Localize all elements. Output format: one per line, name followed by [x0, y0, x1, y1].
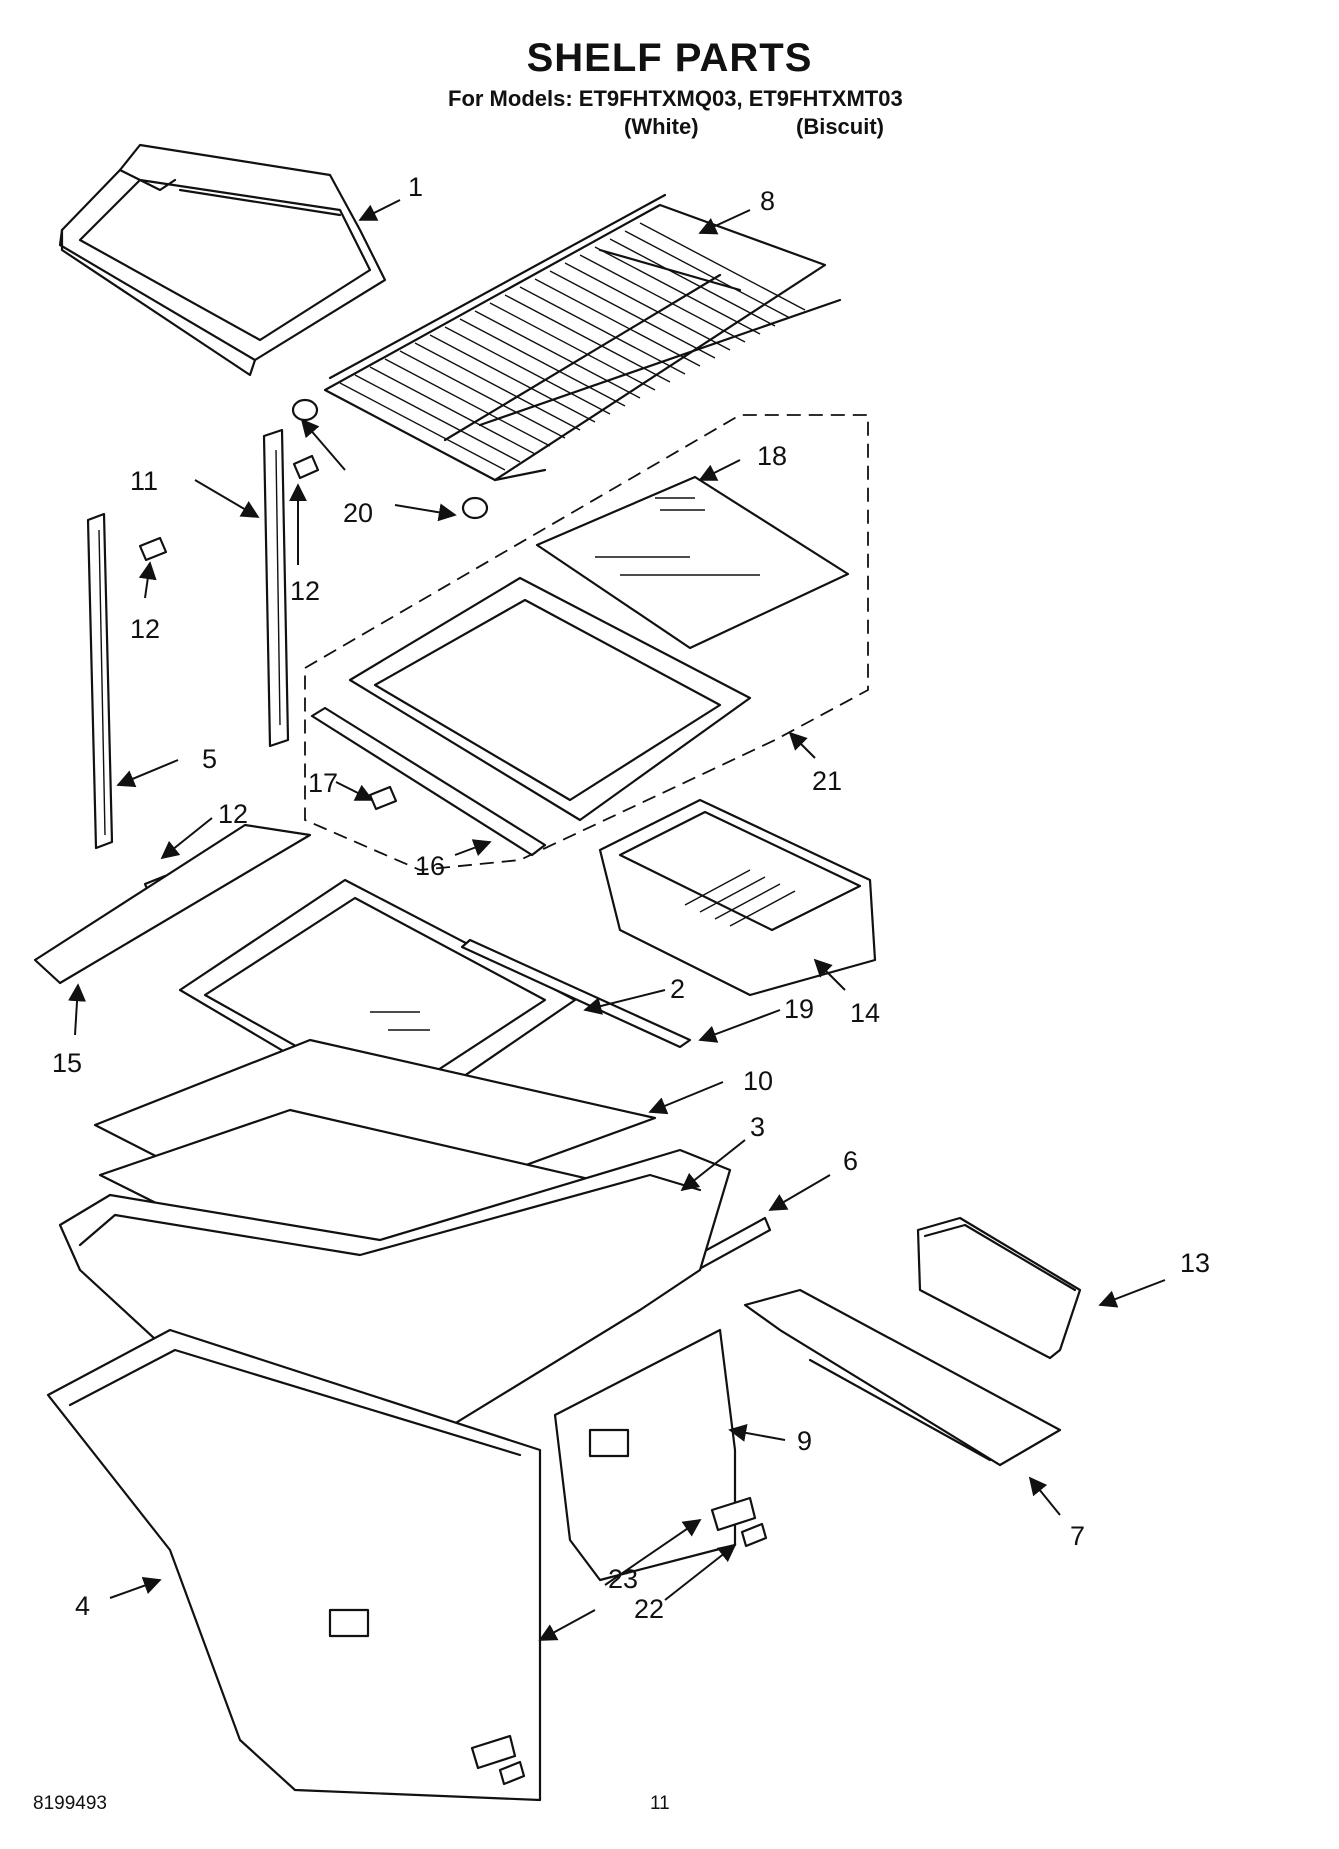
- part-13-small-bin-drawing: [916, 1216, 1082, 1360]
- model-variant-biscuit: (Biscuit): [796, 114, 884, 139]
- callout-13: 13: [1180, 1248, 1210, 1278]
- callout-5: 5: [202, 744, 217, 774]
- callout-15: 15: [52, 1048, 82, 1078]
- callout-12-b: 12: [290, 576, 320, 606]
- part-16-crisper-frame-drawing: [310, 576, 752, 857]
- callout-6: 6: [843, 1146, 858, 1176]
- part-21-assembly-outline: [304, 414, 869, 871]
- callout-21: 21: [812, 766, 842, 796]
- part-11-shelf-rail-drawing: [262, 428, 290, 748]
- callout-3: 3: [750, 1112, 765, 1142]
- page-number: 11: [650, 1793, 670, 1814]
- callout-17: 17: [308, 768, 338, 798]
- part-22-23-clips-drawing: [470, 1496, 768, 1786]
- part-19-rail-drawing: [460, 938, 692, 1049]
- callout-12-a: 12: [130, 614, 160, 644]
- part-1-door-bin-drawing: [58, 143, 387, 377]
- part-14-small-drawer-drawing: [598, 798, 877, 997]
- callout-7: 7: [1070, 1521, 1085, 1551]
- callout-22: 22: [634, 1594, 664, 1624]
- callout-8: 8: [760, 186, 775, 216]
- callout-14: 14: [850, 998, 880, 1028]
- callout-20: 20: [343, 498, 373, 528]
- leader-arrows: [68, 199, 1166, 1641]
- callout-12-c: 12: [218, 799, 248, 829]
- document-number: 8199493: [33, 1793, 107, 1814]
- part-7-drawer-frame-drawing: [743, 1288, 1062, 1467]
- callout-4: 4: [75, 1591, 90, 1621]
- callout-16: 16: [415, 851, 445, 881]
- callout-2: 2: [670, 974, 685, 1004]
- models-line: For Models: ET9FHTXMQ03, ET9FHTXMT03: [448, 86, 903, 111]
- page-title: SHELF PARTS: [526, 36, 813, 80]
- callout-23: 23: [608, 1564, 638, 1594]
- part-4-9-crisper-pans-drawing: [46, 1148, 737, 1802]
- callout-10: 10: [743, 1066, 773, 1096]
- part-15-cover-drawing: [33, 823, 312, 985]
- callout-1: 1: [408, 172, 423, 202]
- part-8-wire-shelf-drawing: [291, 193, 842, 520]
- part-18-glass-insert-drawing: [535, 475, 850, 650]
- callout-19: 19: [784, 994, 814, 1024]
- callout-9: 9: [797, 1426, 812, 1456]
- callout-18: 18: [757, 441, 787, 471]
- callout-11: 11: [130, 466, 158, 496]
- callout-labels: 1 2 3 4 5 6 7 8 9 10 11 12 12 12 12 13 1…: [52, 172, 1210, 1624]
- part-5-shelf-rail-drawing: [86, 512, 114, 850]
- model-variant-white: (White): [624, 114, 699, 139]
